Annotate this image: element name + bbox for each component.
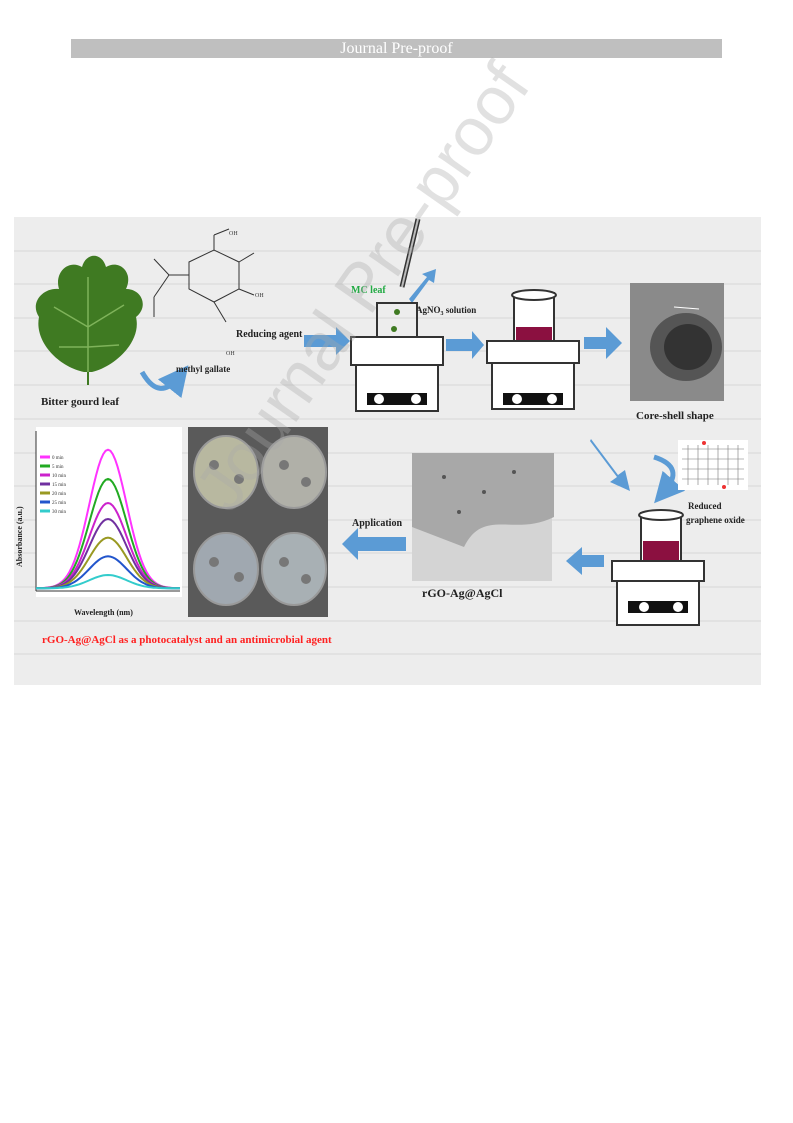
arrow-6 xyxy=(342,528,406,560)
legend-label: 10 min xyxy=(52,474,67,479)
leaf-label: Bitter gourd leaf xyxy=(41,396,119,408)
legend-label: 0 min xyxy=(52,456,64,461)
rgo-label-2: graphene oxide xyxy=(686,515,745,525)
uv-series-line xyxy=(36,573,180,590)
tem-core-shell-image xyxy=(630,283,724,401)
methyl-gallate-label: methyl gallate xyxy=(176,364,230,374)
arrow-4 xyxy=(590,439,630,491)
oh-label-1: OH xyxy=(229,231,238,237)
figure-caption: rGO-Ag@AgCl as a photocatalyst and an an… xyxy=(42,634,332,646)
legend-label: 30 min xyxy=(52,510,67,515)
arrow-up xyxy=(409,269,436,303)
graphical-abstract: Bitter gourd leaf OH OH OH methyl gallat… xyxy=(14,217,761,685)
product-label: rGO-Ag@AgCl xyxy=(422,586,503,600)
uv-legend: 0 min 5 min 10 min 15 min 20 min 25 min 30 min xyxy=(40,455,67,515)
header-title: Journal Pre-proof xyxy=(340,40,453,57)
rgo-label-1: Reduced xyxy=(688,501,722,511)
arrow-3 xyxy=(584,327,622,359)
tem-product-image xyxy=(412,453,554,581)
scheme-svg: Bitter gourd leaf OH OH OH methyl gallat… xyxy=(14,218,761,655)
methyl-gallate-structure xyxy=(153,228,255,323)
legend-label: 15 min xyxy=(52,483,67,488)
agno3-label: AgNO3 solution xyxy=(416,305,476,317)
uv-series-group xyxy=(35,448,181,590)
legend-label: 5 min xyxy=(52,465,64,470)
oh-label-3: OH xyxy=(226,351,235,357)
application-label: Application xyxy=(352,518,402,529)
curved-arrow-2 xyxy=(653,454,686,504)
core-shell-label: Core-shell shape xyxy=(636,410,714,422)
bitter-gourd-leaf-image xyxy=(35,255,143,385)
oh-label-2: OH xyxy=(255,293,264,299)
curved-arrow-1 xyxy=(139,365,189,399)
arrow-5 xyxy=(566,547,604,575)
chart-ylabel: Absorbance (a.u.) xyxy=(15,506,24,567)
stirrer-3 xyxy=(611,509,705,626)
header-bar: Journal Pre-proof xyxy=(71,39,722,58)
pipette-icon xyxy=(399,218,421,288)
chart-xlabel: Wavelength (nm) xyxy=(74,608,133,617)
stirrer-2 xyxy=(486,289,580,410)
legend-label: 25 min xyxy=(52,501,67,506)
stirrer-1 xyxy=(350,302,444,412)
uv-vis-chart: 0 min 5 min 10 min 15 min 20 min 25 min 30 min… xyxy=(15,427,182,617)
mc-leaf-label: MC leaf xyxy=(351,285,386,296)
reducing-agent-label: Reducing agent xyxy=(236,329,303,340)
legend-label: 20 min xyxy=(52,492,67,497)
petri-dishes-image xyxy=(188,427,328,617)
arrow-1 xyxy=(304,327,350,355)
arrow-2 xyxy=(446,331,484,359)
rgo-sheet-image xyxy=(678,440,748,490)
